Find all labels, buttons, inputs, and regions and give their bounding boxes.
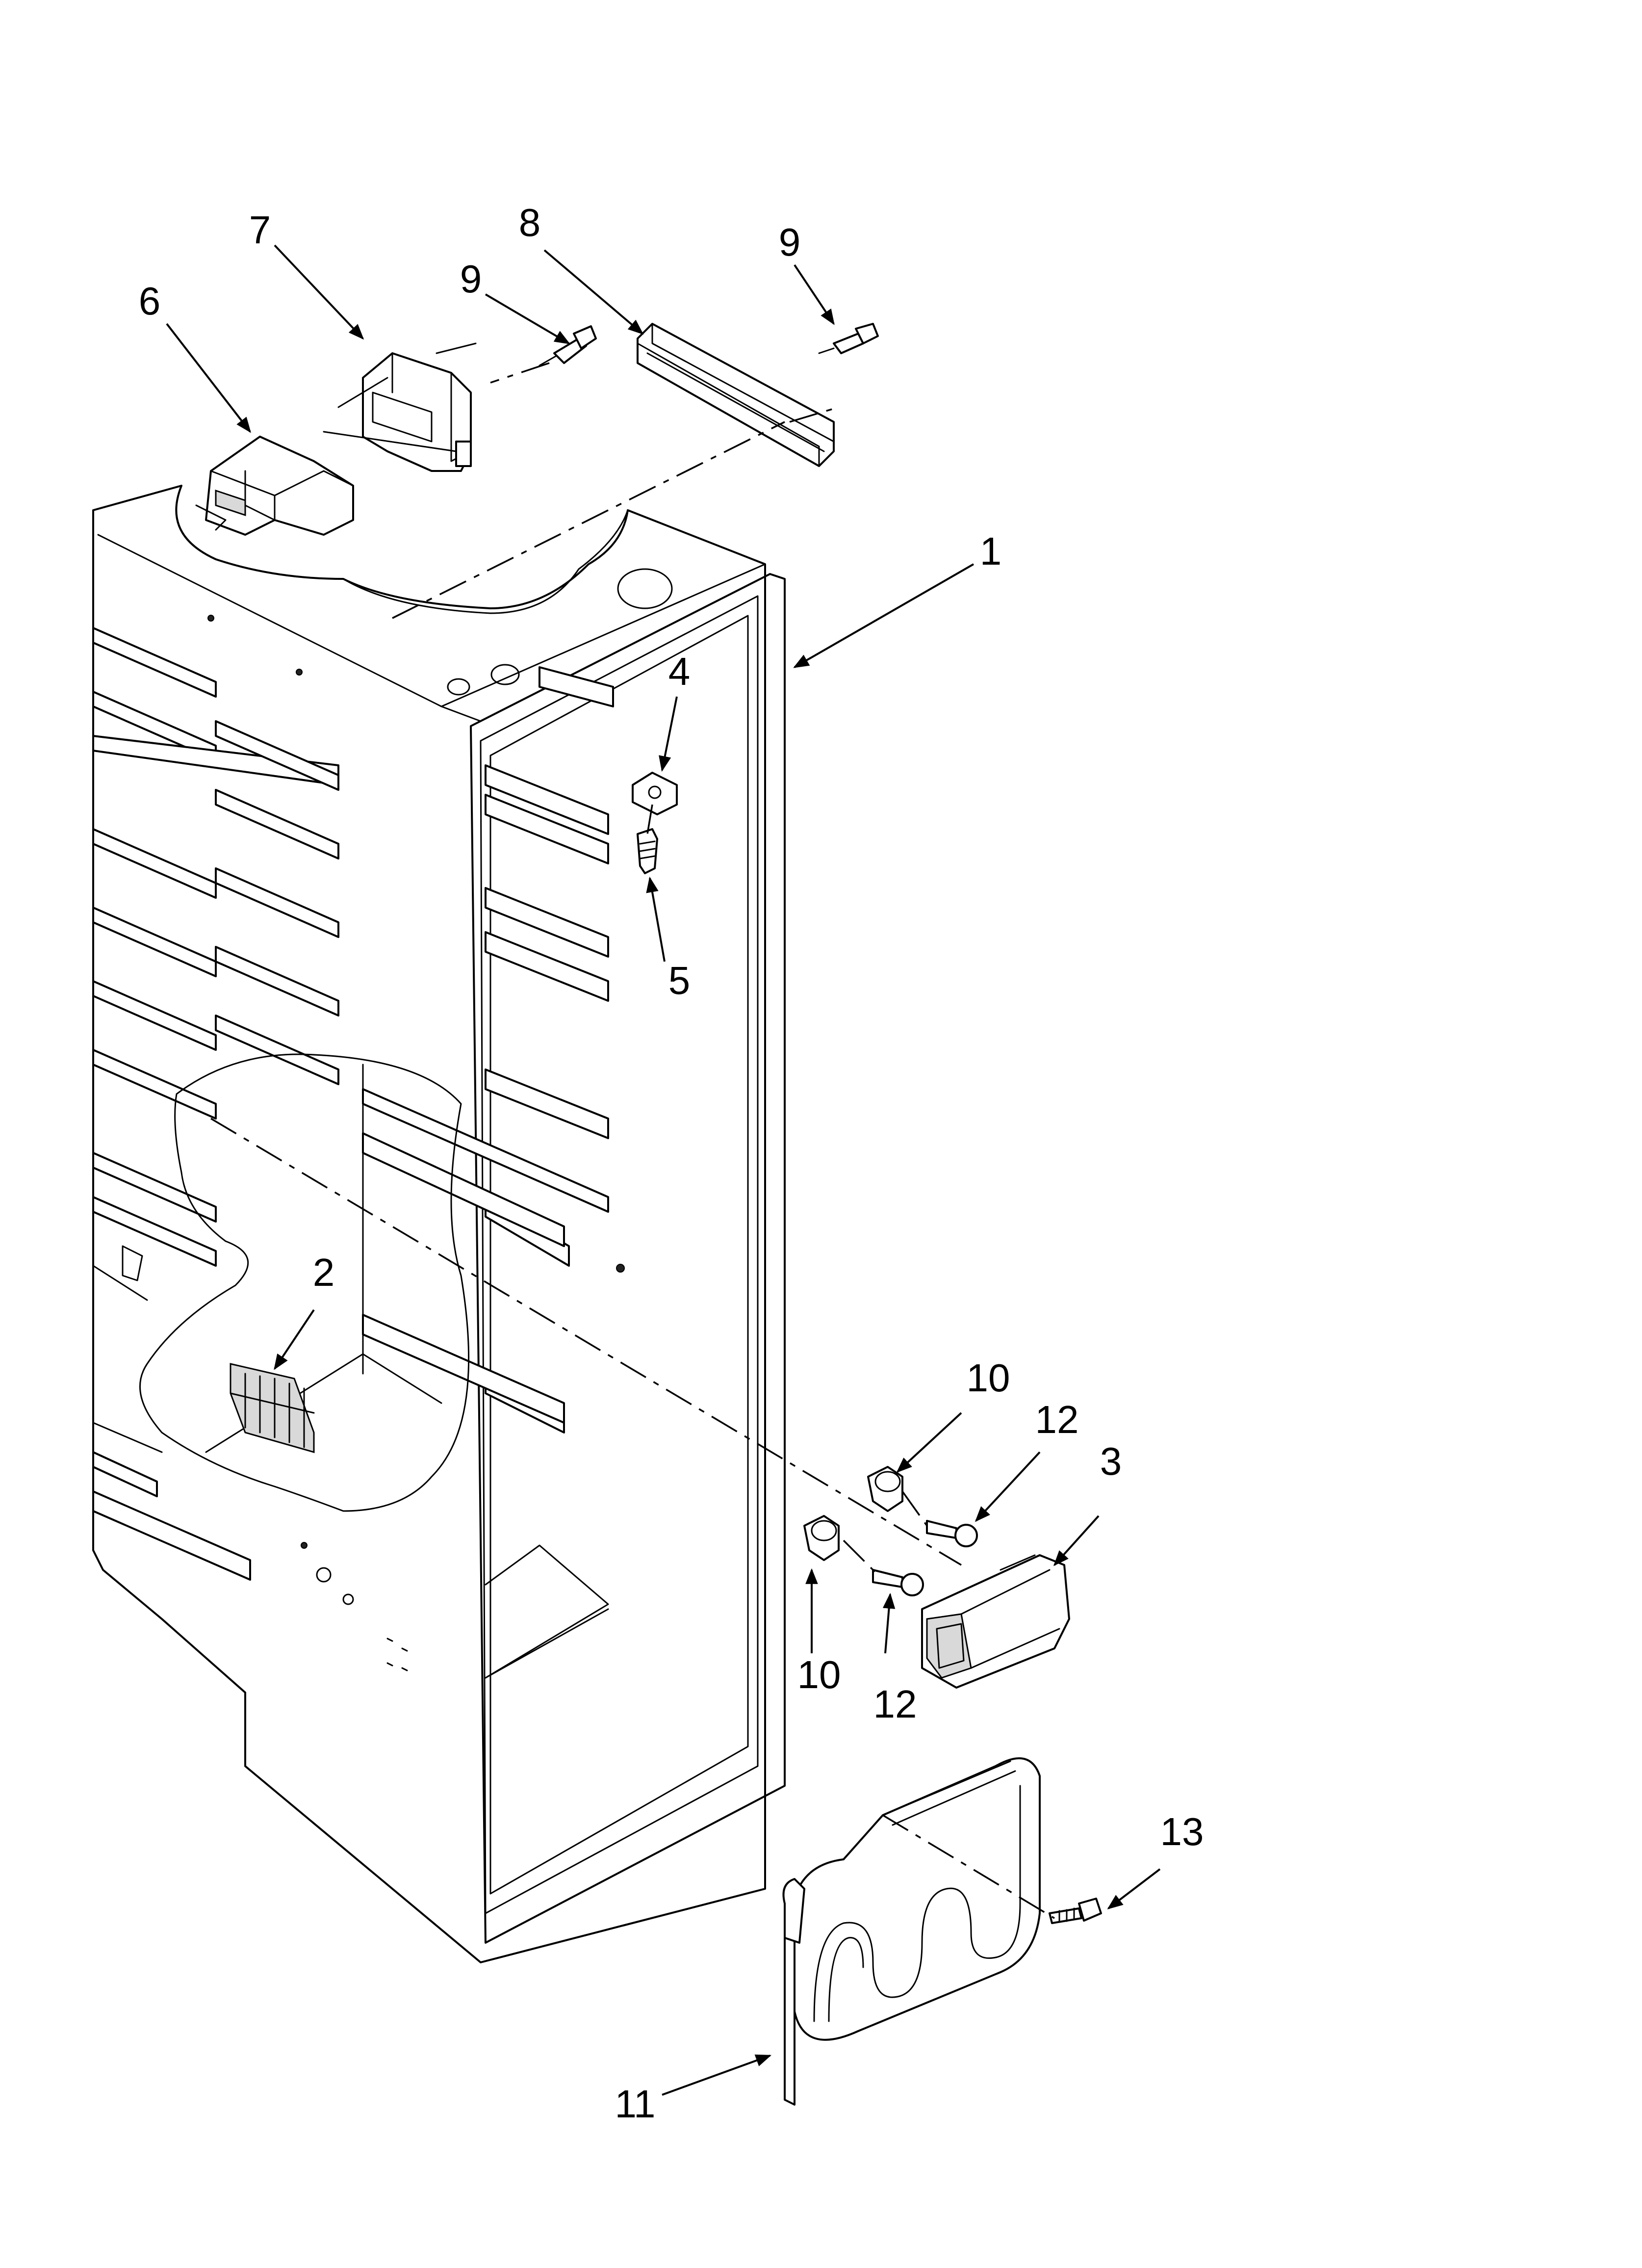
part-3-housing — [921, 1554, 1070, 1689]
part-11-heater — [782, 1757, 1041, 2106]
callout-1: 1 — [980, 529, 1002, 573]
part-4-clip — [632, 772, 678, 815]
callout-7: 7 — [249, 208, 271, 252]
part-2-module — [230, 1363, 315, 1453]
part-13-screw — [1049, 1898, 1102, 1924]
leader-lines — [166, 244, 1161, 2096]
callout-3: 3 — [1100, 1439, 1122, 1483]
callout-9-right: 9 — [779, 220, 801, 264]
callout-13: 13 — [1160, 1810, 1204, 1853]
part-5-screw — [637, 828, 658, 874]
front-shelf-rails — [362, 666, 614, 1434]
callout-10-upper: 10 — [967, 1356, 1010, 1400]
part-12-bulb-upper — [926, 1520, 978, 1547]
callout-12-upper: 12 — [1035, 1398, 1079, 1441]
callout-8: 8 — [519, 201, 541, 244]
left-shelf-rails — [92, 627, 339, 1581]
callout-5: 5 — [668, 959, 691, 1002]
callout-2: 2 — [313, 1251, 335, 1294]
callout-12-lower: 12 — [873, 1682, 917, 1726]
part-7-bracket — [323, 342, 477, 472]
liner-assembly — [92, 485, 786, 1963]
part-10-socket-upper — [867, 1466, 903, 1512]
callout-11: 11 — [615, 2082, 655, 2126]
part-6-housing — [195, 436, 354, 536]
callouts: 1 2 3 4 5 6 7 8 9 9 10 10 11 12 12 13 — [139, 201, 1204, 2126]
part-9-screw-left — [539, 325, 597, 366]
part-8-rail — [637, 323, 835, 467]
part-12-bulb-lower — [872, 1569, 924, 1596]
callout-10-lower: 10 — [797, 1653, 841, 1696]
part-10-socket-lower — [803, 1515, 840, 1561]
callout-9-left: 9 — [460, 257, 482, 301]
alignment-lines — [210, 362, 1055, 1919]
part-9-screw-right — [818, 323, 879, 354]
callout-6: 6 — [139, 279, 161, 323]
callout-4: 4 — [668, 650, 691, 693]
